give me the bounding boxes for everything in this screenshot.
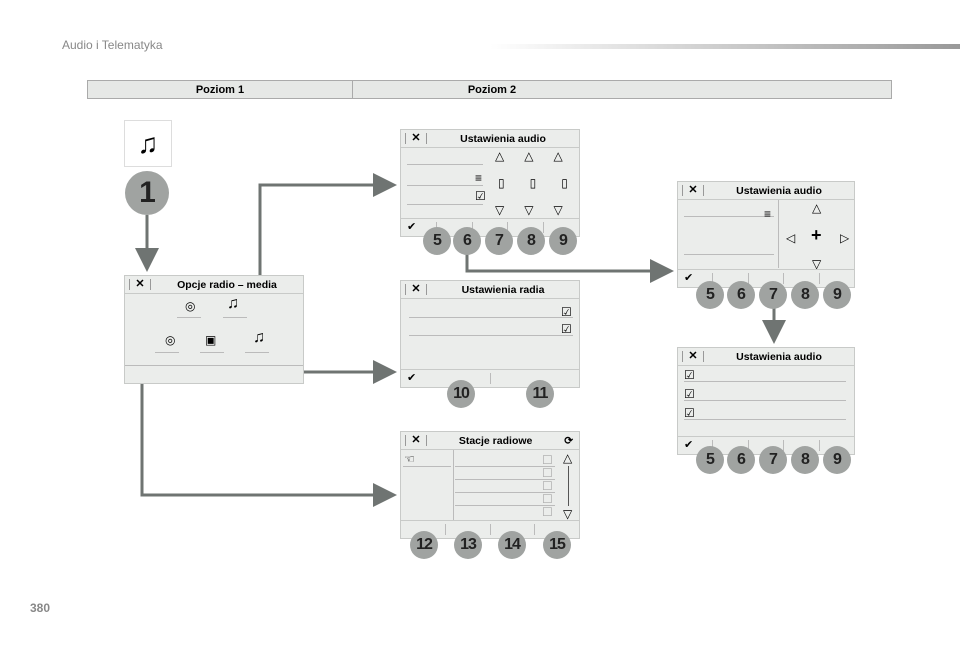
page-number: 380 bbox=[30, 601, 51, 615]
scrollbar[interactable] bbox=[568, 466, 569, 506]
left-icon[interactable]: ◁ bbox=[786, 231, 796, 245]
step-1-callout: 1 bbox=[125, 171, 169, 215]
confirm-icon[interactable]: ✔ bbox=[401, 373, 491, 384]
header-bar bbox=[490, 44, 960, 49]
hand-icon[interactable]: ☜ bbox=[404, 452, 415, 466]
callout: 10 bbox=[447, 380, 475, 408]
callout: 6 bbox=[727, 446, 755, 474]
scroll-up-icon[interactable]: △ bbox=[563, 451, 573, 465]
level-2-label: Poziom 2 bbox=[467, 83, 517, 96]
callout: 7 bbox=[759, 281, 787, 309]
close-icon[interactable]: ✕ bbox=[129, 279, 151, 290]
callout: 9 bbox=[823, 446, 851, 474]
levels-header: Poziom 1 Poziom 2 bbox=[87, 80, 892, 99]
confirm-icon[interactable]: ✔ bbox=[678, 440, 714, 451]
callout: 9 bbox=[549, 227, 577, 255]
down-icon[interactable]: ▽ bbox=[812, 257, 822, 271]
callout: 12 bbox=[410, 531, 438, 559]
callout: 13 bbox=[454, 531, 482, 559]
callout: 11 bbox=[526, 380, 554, 408]
down-arrows[interactable]: ▽▽▽ bbox=[495, 203, 583, 217]
checkbox-icon[interactable]: ☑ bbox=[561, 305, 572, 319]
balance-cross-icon[interactable]: + bbox=[811, 225, 822, 245]
close-icon[interactable]: ✕ bbox=[405, 435, 427, 446]
callout: 7 bbox=[485, 227, 513, 255]
callout: 5 bbox=[696, 281, 724, 309]
list-icon[interactable]: ≡ bbox=[764, 207, 772, 221]
close-icon[interactable]: ✕ bbox=[405, 133, 427, 144]
refresh-icon[interactable]: ⟳ bbox=[564, 434, 573, 447]
audio-settings-balance-panel: ✕ Ustawienia audio ≡ △ ◁ + ▷ ▽ ✔ bbox=[677, 181, 855, 288]
panel-title: Opcje radio – media bbox=[177, 278, 277, 291]
list-icon[interactable]: ≡ bbox=[475, 171, 483, 185]
close-icon[interactable]: ✕ bbox=[682, 351, 704, 362]
callout: 14 bbox=[498, 531, 526, 559]
close-icon[interactable]: ✕ bbox=[405, 284, 427, 295]
radio-settings-panel: ✕ Ustawienia radia ☑ ☑ ✔ bbox=[400, 280, 580, 388]
sliders[interactable]: ▯▯▯ bbox=[498, 176, 593, 190]
level-1-label: Poziom 1 bbox=[88, 81, 353, 98]
checkbox-icon[interactable]: ☑ bbox=[684, 406, 695, 420]
up-arrows[interactable]: △△△ bbox=[495, 149, 583, 163]
callout: 8 bbox=[791, 281, 819, 309]
callout: 5 bbox=[423, 227, 451, 255]
callout: 15 bbox=[543, 531, 571, 559]
callout: 5 bbox=[696, 446, 724, 474]
callout: 6 bbox=[727, 281, 755, 309]
panel-title: Ustawienia radia bbox=[461, 283, 545, 296]
section-title: Audio i Telematyka bbox=[62, 38, 163, 52]
checkbox-icon[interactable]: ☑ bbox=[684, 387, 695, 401]
right-icon[interactable]: ▷ bbox=[840, 231, 850, 245]
arrow-6-to-audio2 bbox=[465, 252, 674, 283]
callout: 8 bbox=[791, 446, 819, 474]
close-icon[interactable]: ✕ bbox=[682, 185, 704, 196]
audio-settings-options-panel: ✕ Ustawienia audio ☑ ☑ ☑ ✔ bbox=[677, 347, 855, 455]
radio-stations-panel: ✕ Stacje radiowe ⟳ ☜ ☐☐☐☐☐ △ ▽ bbox=[400, 431, 580, 539]
radio-settings-icon[interactable]: ◎ bbox=[165, 333, 176, 347]
checkbox-icon[interactable]: ☑ bbox=[561, 322, 572, 336]
callout: 8 bbox=[517, 227, 545, 255]
media-icon[interactable]: ♫ bbox=[227, 295, 239, 312]
panel-title: Ustawienia audio bbox=[736, 184, 822, 197]
checkbox-icon[interactable]: ☑ bbox=[475, 189, 486, 203]
callout: 9 bbox=[823, 281, 851, 309]
confirm-icon[interactable]: ✔ bbox=[678, 273, 714, 284]
callout: 6 bbox=[453, 227, 481, 255]
scroll-down-icon[interactable]: ▽ bbox=[563, 507, 573, 521]
callout: 7 bbox=[759, 446, 787, 474]
options-panel: ✕ Opcje radio – media ◎ ♫ ◎ ▣ ♫ bbox=[124, 275, 304, 384]
panel-title: Ustawienia audio bbox=[460, 132, 546, 145]
radio-icon[interactable]: ◎ bbox=[185, 299, 196, 313]
panel-title: Ustawienia audio bbox=[736, 350, 822, 363]
panel-title: Stacje radiowe bbox=[458, 434, 533, 447]
music-icon[interactable]: ♫ bbox=[124, 120, 172, 167]
audio-settings-icon[interactable]: ♫ bbox=[253, 329, 265, 346]
up-icon[interactable]: △ bbox=[812, 201, 822, 215]
audio-settings-panel: ✕Ustawienia audio ≡ ☑ △△△ ▽▽▽ ▯▯▯ ✔ bbox=[400, 129, 580, 237]
checkbox-icon[interactable]: ☑ bbox=[684, 368, 695, 382]
photo-icon[interactable]: ▣ bbox=[205, 333, 217, 347]
station-checkboxes[interactable]: ☐☐☐☐☐ bbox=[542, 453, 553, 519]
